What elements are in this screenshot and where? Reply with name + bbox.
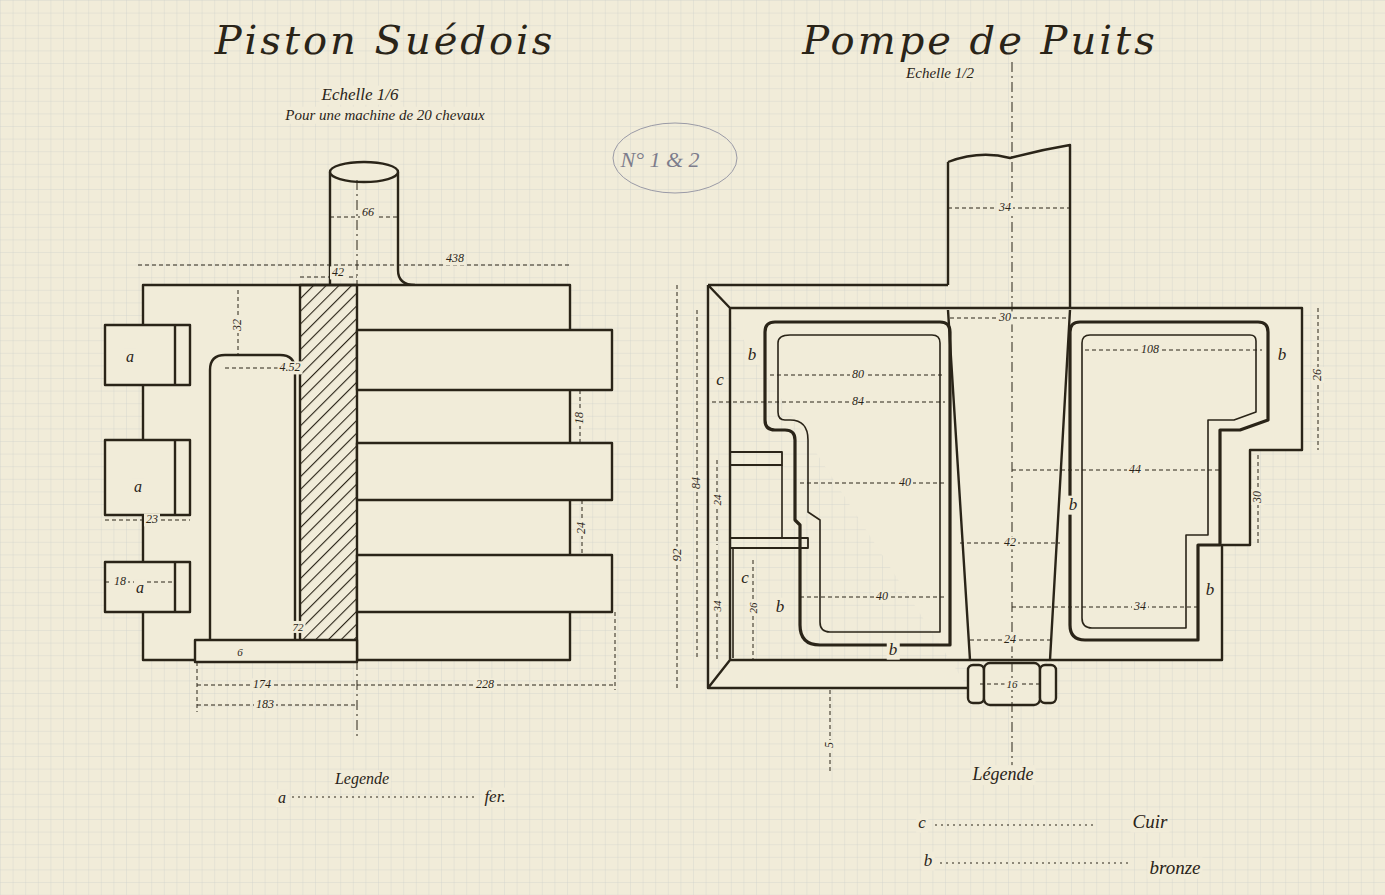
part-label: c (916, 814, 928, 833)
part-label: b (774, 598, 787, 617)
drawing-title: Pompe de Puits (802, 18, 1157, 62)
dimension-lines (677, 62, 1318, 863)
dimension-value: 34 (711, 599, 723, 614)
dimension-value: 42 (330, 266, 346, 279)
dimension-value: 80 (850, 368, 866, 381)
dimension-value: 40 (874, 590, 890, 603)
dimension-value: 44 (1127, 463, 1143, 476)
part-label: a (134, 579, 146, 597)
part-label: b (887, 641, 900, 660)
dimension-value: 30 (997, 311, 1013, 324)
dimension-value: 108 (1139, 343, 1161, 356)
dimension-value: 40 (897, 476, 913, 489)
dimension-value: 16 (1005, 678, 1020, 690)
legend-entry: Cuir (1131, 812, 1170, 833)
dimension-value: 24 (575, 520, 588, 536)
dimension-value: 84 (850, 395, 866, 408)
pencil-circle (613, 123, 737, 193)
dimension-value: 174 (251, 678, 273, 691)
part-label: N° 1 & 2 (620, 148, 699, 172)
part-label: b (922, 852, 935, 871)
pump-drawing (708, 145, 1302, 705)
part-label: b (1204, 581, 1217, 600)
part-label: c (739, 569, 751, 588)
dimension-value: 24 (1002, 633, 1018, 646)
dimension-value: 72 (291, 621, 306, 633)
piston-drawing (105, 162, 612, 662)
dimension-value: 438 (444, 252, 466, 265)
dimension-value: 228 (474, 678, 496, 691)
dimension-value: 183 (254, 698, 276, 711)
dimension-value: 4.52 (278, 361, 303, 374)
dimension-value: 34 (997, 201, 1013, 214)
part-label: a (132, 478, 144, 496)
part-label: b (1067, 496, 1080, 515)
part-label: c (714, 371, 726, 390)
part-label: Légende (971, 765, 1036, 785)
dimension-value: 42 (1002, 536, 1018, 549)
dimension-value: 24 (711, 493, 723, 508)
part-label: Pour une machine de 20 chevaux (283, 107, 487, 124)
dimension-value: 26 (747, 601, 759, 616)
dimension-value: 26 (1311, 367, 1324, 383)
dimension-value: 32 (231, 317, 244, 333)
part-label: b (746, 346, 759, 365)
dimension-value: 34 (1132, 600, 1148, 613)
legend-entry: bronze (1147, 858, 1202, 879)
dimension-value: 18 (112, 575, 128, 588)
dimension-lines (105, 180, 615, 797)
dimension-value: 66 (360, 206, 376, 219)
dimension-value: 23 (144, 513, 160, 526)
part-label: Echelle 1/2 (904, 65, 976, 82)
dimension-value: 5 (823, 740, 836, 750)
legend-entry: fer. (482, 788, 507, 807)
part-label: b (1276, 346, 1289, 365)
drawing-title: Piston Suédois (215, 18, 556, 62)
dimension-value: 84 (690, 475, 703, 491)
dimension-value: 30 (1251, 489, 1264, 505)
dimension-value: 6 (235, 646, 245, 658)
part-label: a (276, 789, 288, 807)
dimension-value: 18 (573, 410, 586, 426)
part-label: a (124, 348, 136, 366)
dimension-value: 92 (670, 547, 684, 564)
part-label: Echelle 1/6 (320, 86, 401, 105)
part-label: Legende (333, 770, 391, 788)
